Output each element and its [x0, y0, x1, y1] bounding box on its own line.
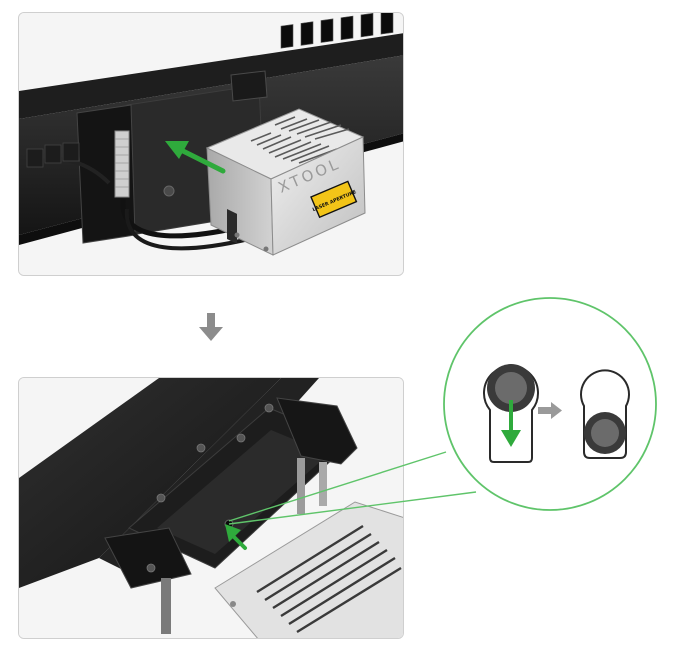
keyhole-before	[484, 364, 538, 462]
guide-rod-2	[319, 462, 327, 506]
detail-circle	[444, 298, 656, 510]
slide-down-arrow	[501, 430, 521, 447]
next-step-arrow	[198, 313, 224, 343]
mount-screw	[164, 186, 174, 196]
transition-arrow	[538, 402, 562, 419]
step-bottom-panel	[18, 377, 404, 639]
carriage-top-block	[231, 71, 267, 101]
keyhole-after	[581, 370, 629, 458]
guide-rod-1	[297, 458, 305, 514]
step-top-illustration: XTOOL LASER APERTURE	[19, 13, 404, 276]
lead-screw	[161, 578, 171, 634]
step-bottom-illustration	[19, 378, 404, 639]
arrow-down-icon	[198, 313, 224, 343]
step-top-panel: XTOOL LASER APERTURE	[18, 12, 404, 276]
